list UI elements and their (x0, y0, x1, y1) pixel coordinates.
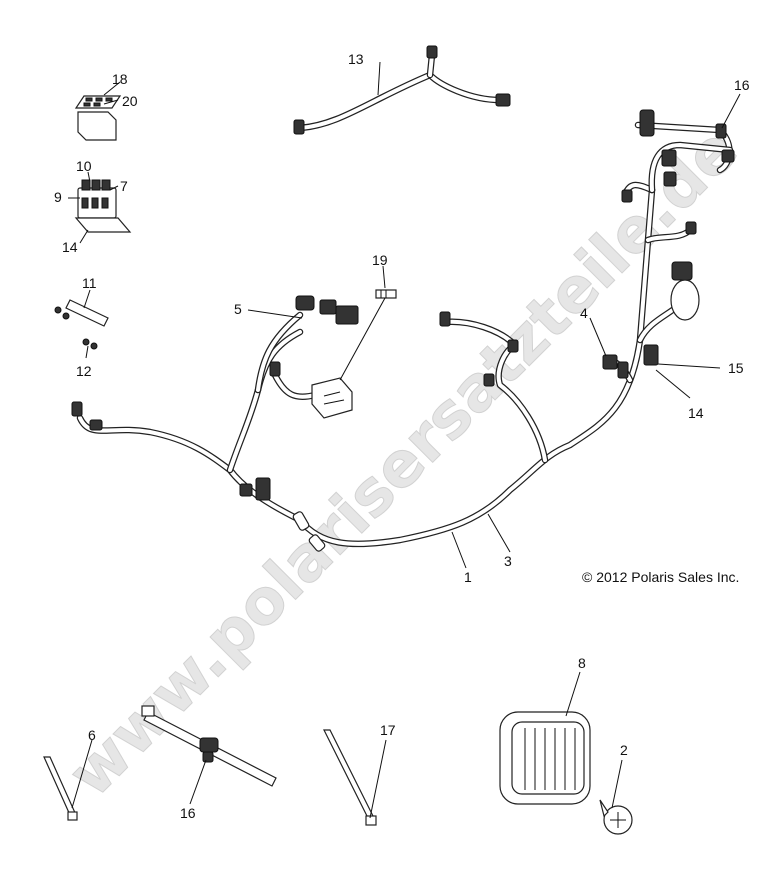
callout-labels: 13 18 20 16 10 7 9 14 19 11 5 4 12 15 14… (54, 51, 750, 821)
callout-3: 3 (504, 553, 512, 569)
callout-6: 6 (88, 727, 96, 743)
callout-5: 5 (234, 301, 242, 317)
cable-tie-clip-16 (141, 705, 277, 787)
callout-2: 2 (620, 742, 628, 758)
sub-harness-13 (293, 45, 511, 135)
callout-8: 8 (578, 655, 586, 671)
fuse-box-assembly (74, 179, 132, 233)
callout-18: 18 (112, 71, 128, 87)
callout-16-top: 16 (734, 77, 750, 93)
callout-11: 11 (82, 275, 97, 291)
callout-20: 20 (122, 93, 138, 109)
callout-12: 12 (76, 363, 92, 379)
callout-4: 4 (580, 305, 588, 321)
callout-17: 17 (380, 722, 396, 738)
leader-lines (68, 61, 741, 819)
harness-connectors (71, 189, 700, 552)
sub-harness-16 (634, 109, 735, 194)
copyright-notice: © 2012 Polaris Sales Inc. (582, 569, 739, 585)
callout-13: 13 (348, 51, 364, 67)
cable-tie-6 (43, 756, 78, 821)
mount-bracket (54, 299, 109, 350)
callout-7: 7 (120, 178, 128, 194)
callout-15: 15 (728, 360, 744, 376)
callout-1: 1 (464, 569, 472, 585)
callout-14-right: 14 (688, 405, 704, 421)
screw-2 (599, 799, 633, 835)
clip-19 (375, 289, 397, 299)
callout-14-left: 14 (62, 239, 78, 255)
cable-tie-17 (323, 729, 377, 826)
electronic-module (311, 377, 353, 419)
callout-10: 10 (76, 158, 92, 174)
callout-19: 19 (372, 252, 388, 268)
callout-16-bottom: 16 (180, 805, 196, 821)
callout-9: 9 (54, 189, 62, 205)
voltage-regulator-8 (499, 711, 591, 805)
relay-cover-assembly (74, 95, 122, 141)
